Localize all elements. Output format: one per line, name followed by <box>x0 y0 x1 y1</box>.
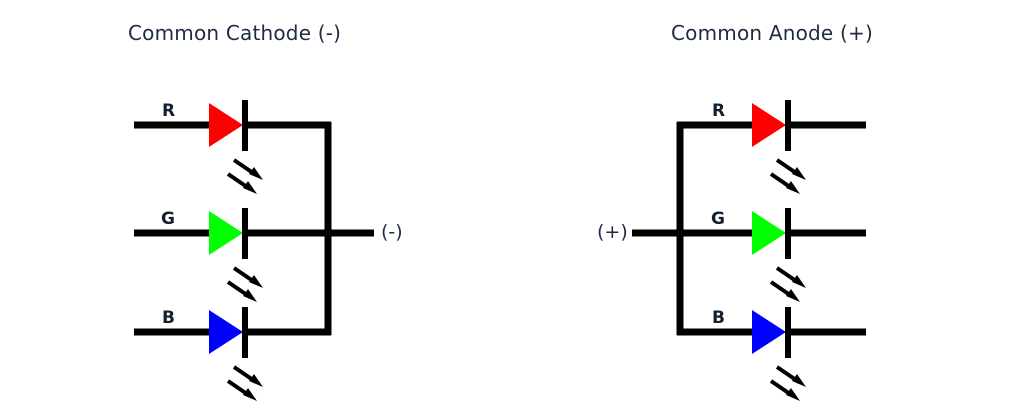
anode-pin-label-g: G <box>711 209 725 229</box>
cathode-red-branch <box>134 100 331 194</box>
cathode-green-branch <box>134 208 374 302</box>
anode-blue-emission-arrows <box>769 365 806 401</box>
anode-blue-led-triangle <box>752 310 786 354</box>
cathode-blue-emission-arrows <box>226 365 263 401</box>
anode-green-branch <box>632 208 866 302</box>
anode-red-emission-arrows <box>769 158 806 194</box>
anode-green-emission-arrows <box>769 266 806 302</box>
cathode-pin-label-b: B <box>162 308 175 328</box>
cathode-pin-label-g: G <box>161 209 175 229</box>
cathode-terminal-label: (-) <box>381 221 403 243</box>
cathode-red-emission-arrows <box>226 158 263 194</box>
common-anode-circuit <box>632 100 866 401</box>
common-cathode-title: Common Cathode (-) <box>128 21 342 45</box>
cathode-blue-branch <box>134 307 331 401</box>
anode-red-led-triangle <box>752 103 786 147</box>
anode-terminal-label: (+) <box>597 221 628 243</box>
anode-red-branch <box>677 100 866 194</box>
anode-blue-branch <box>677 307 866 401</box>
cathode-blue-led-triangle <box>209 310 243 354</box>
cathode-red-led-triangle <box>209 103 243 147</box>
anode-pin-label-r: R <box>712 101 726 121</box>
cathode-green-led-triangle <box>209 211 243 255</box>
anode-pin-label-b: B <box>712 308 725 328</box>
cathode-pin-label-r: R <box>162 101 176 121</box>
anode-green-led-triangle <box>752 211 786 255</box>
common-cathode-circuit <box>134 100 374 401</box>
cathode-green-emission-arrows <box>226 266 263 302</box>
common-anode-title: Common Anode (+) <box>671 21 873 45</box>
